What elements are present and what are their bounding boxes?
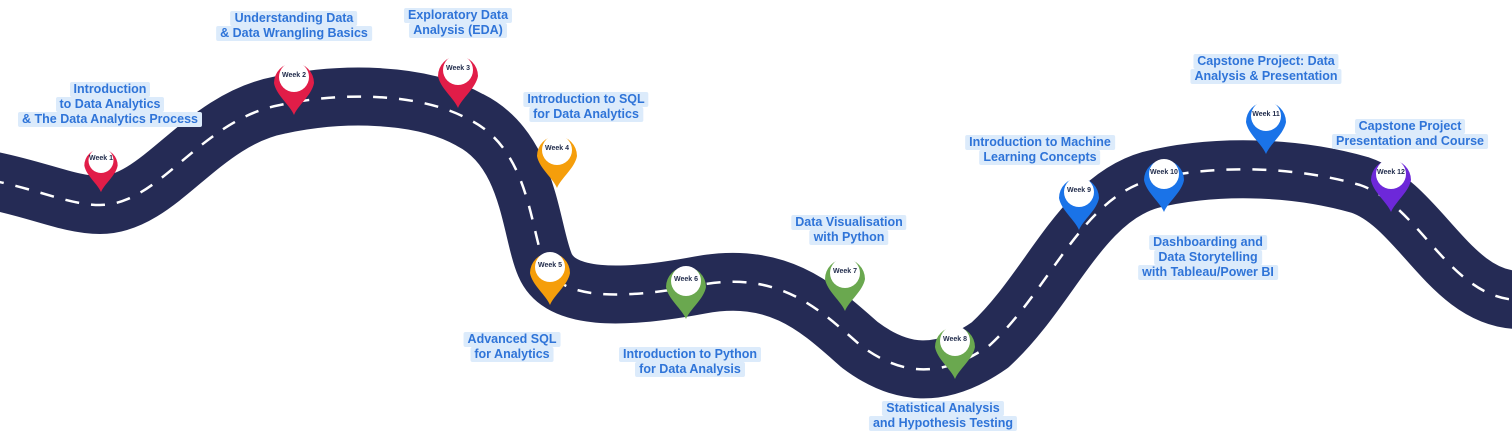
milestone-title-week-5: Advanced SQL for Analytics <box>463 332 561 362</box>
milestone-title-week-7: Data Visualisation with Python <box>791 215 907 245</box>
milestone-title-week-11: Capstone Project: Data Analysis & Presen… <box>1190 54 1342 84</box>
pin-label-week-6: Week 6 <box>674 276 698 283</box>
location-pin-icon-week-4: Week 4 <box>533 128 581 190</box>
pin-label-week-9: Week 9 <box>1067 187 1091 194</box>
milestone-title-week-8: Statistical Analysis and Hypothesis Test… <box>868 401 1018 431</box>
location-pin-icon-week-1: Week 1 <box>81 142 121 194</box>
pin-label-week-3: Week 3 <box>446 65 470 72</box>
milestone-title-week-1: Introduction to Data Analytics & The Dat… <box>18 82 202 127</box>
milestone-title-week-6: Introduction to Python for Data Analysis <box>618 347 762 377</box>
location-pin-icon-week-6: Week 6 <box>662 259 710 321</box>
location-pin-icon-week-12: Week 12 <box>1367 152 1415 214</box>
pin-label-week-4: Week 4 <box>545 145 569 152</box>
milestone-title-week-2: Understanding Data & Data Wrangling Basi… <box>216 11 372 41</box>
pin-label-week-11: Week 11 <box>1252 111 1280 118</box>
pin-label-week-12: Week 12 <box>1377 169 1405 176</box>
pin-label-week-2: Week 2 <box>282 72 306 79</box>
pin-label-week-8: Week 8 <box>943 336 967 343</box>
pin-label-week-5: Week 5 <box>538 262 562 269</box>
location-pin-icon-week-11: Week 11 <box>1242 94 1290 156</box>
pin-label-week-1: Week 1 <box>89 155 113 162</box>
location-pin-icon-week-2: Week 2 <box>270 55 318 117</box>
milestone-title-week-12: Capstone Project Presentation and Course <box>1332 119 1488 149</box>
location-pin-icon-week-5: Week 5 <box>526 245 574 307</box>
milestone-title-week-4: Introduction to SQL for Data Analytics <box>523 92 649 122</box>
milestone-title-week-3: Exploratory Data Analysis (EDA) <box>403 8 513 38</box>
location-pin-icon-week-10: Week 10 <box>1140 152 1188 214</box>
road-center-line <box>0 95 1512 371</box>
location-pin-icon-week-8: Week 8 <box>931 319 979 381</box>
pin-label-week-7: Week 7 <box>833 268 857 275</box>
location-pin-icon-week-7: Week 7 <box>821 251 869 313</box>
pin-label-week-10: Week 10 <box>1150 169 1178 176</box>
milestone-title-week-9: Introduction to Machine Learning Concept… <box>965 135 1115 165</box>
location-pin-icon-week-3: Week 3 <box>434 48 482 110</box>
milestone-title-week-10: Dashboarding and Data Storytelling with … <box>1138 235 1278 280</box>
location-pin-icon-week-9: Week 9 <box>1055 170 1103 232</box>
